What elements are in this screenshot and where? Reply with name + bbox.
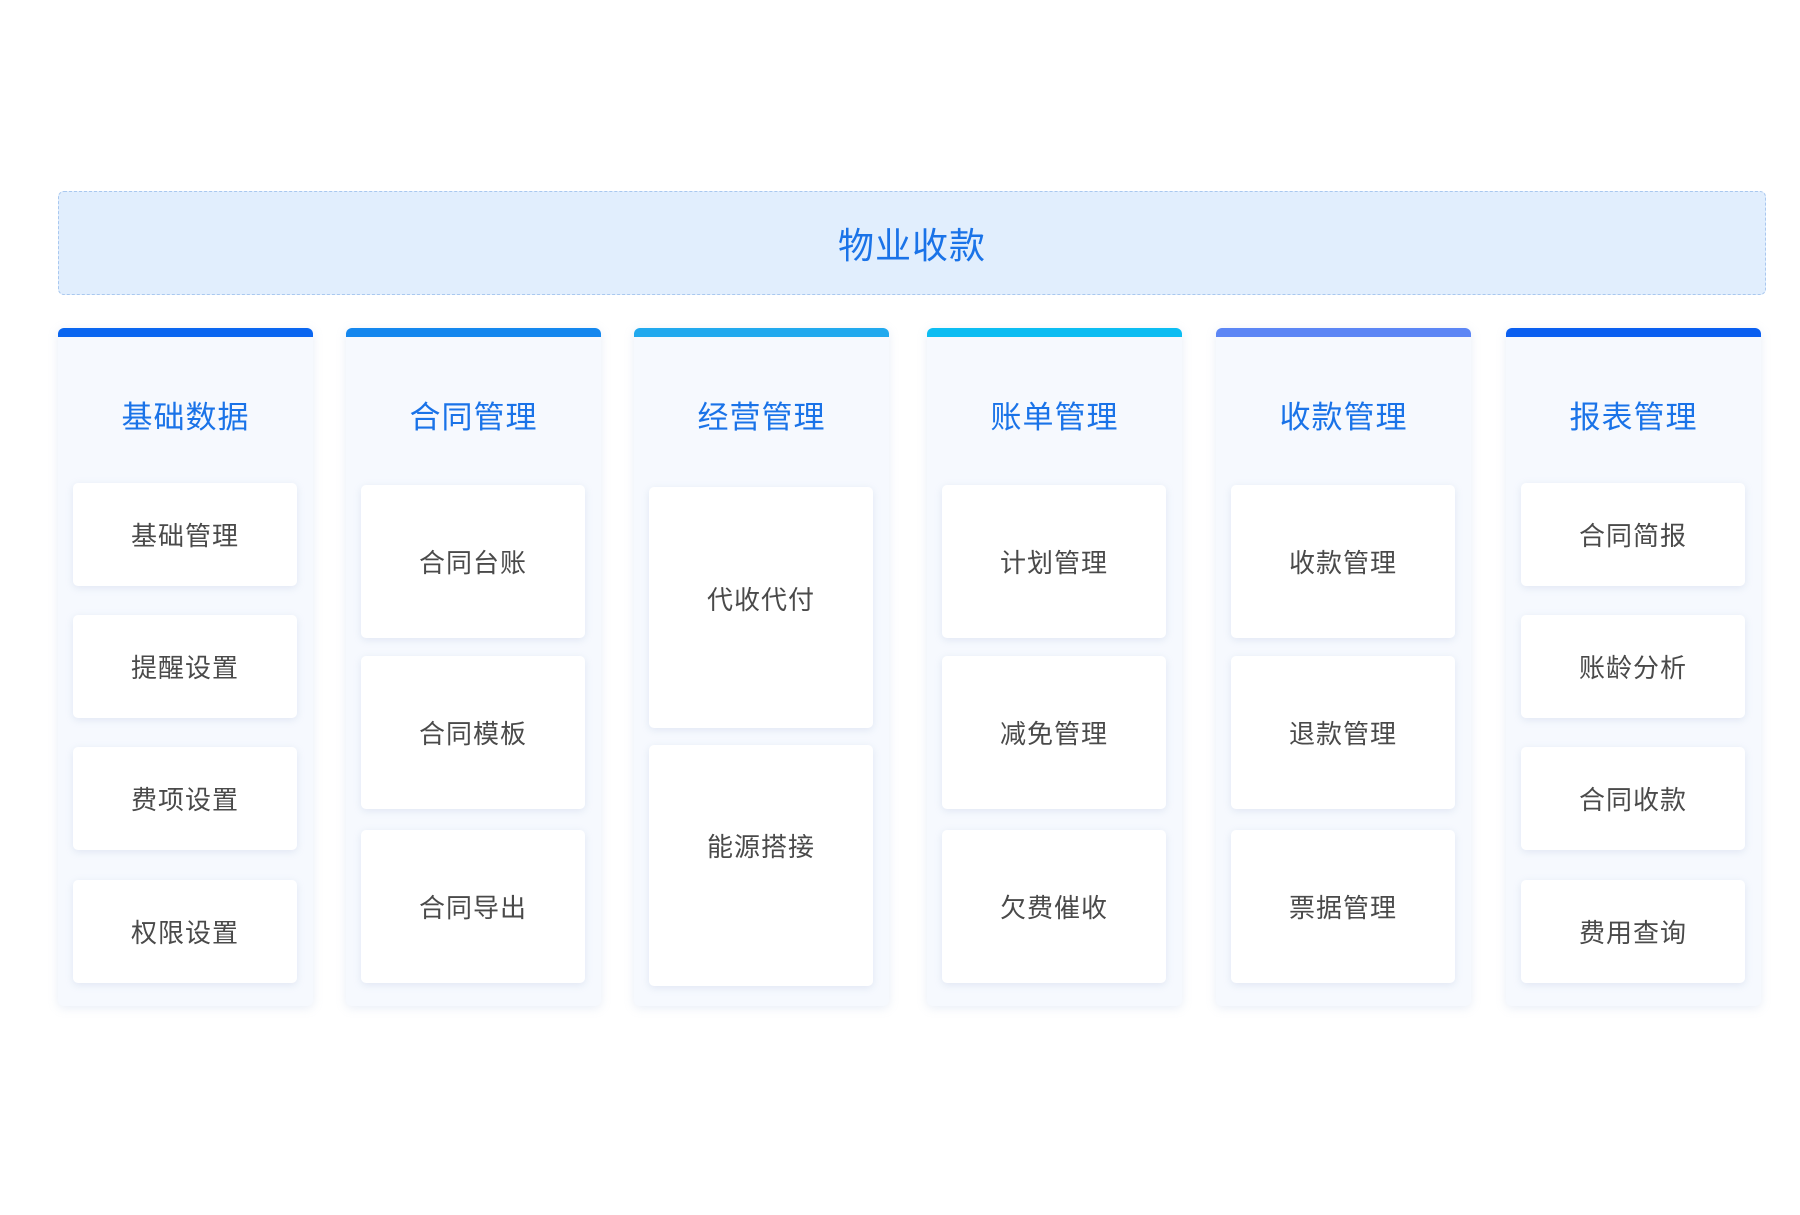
module-card[interactable]: 费用查询	[1521, 880, 1745, 983]
column-title: 合同管理	[409, 400, 538, 436]
module-card[interactable]: 费项设置	[73, 747, 297, 850]
column-accent-bar	[1506, 328, 1761, 337]
module-card[interactable]: 欠费催收	[942, 830, 1166, 983]
module-label: 退款管理	[1288, 720, 1397, 750]
module-label: 提醒设置	[130, 654, 239, 684]
column-title: 报表管理	[1569, 400, 1698, 436]
module-label: 能源搭接	[706, 833, 815, 863]
module-card[interactable]: 权限设置	[73, 880, 297, 983]
column-title: 账单管理	[990, 400, 1119, 436]
module-card[interactable]: 票据管理	[1231, 830, 1455, 983]
module-card[interactable]: 合同导出	[361, 830, 585, 983]
module-label: 欠费催收	[999, 894, 1108, 924]
module-card[interactable]: 代收代付	[649, 487, 873, 728]
top-banner: 物业收款	[58, 191, 1766, 295]
column-report-management: 报表管理 合同简报 账龄分析 合同收款 费用查询	[1506, 328, 1761, 1006]
column-accent-bar	[634, 328, 889, 337]
module-label: 基础管理	[130, 522, 239, 552]
module-card[interactable]: 基础管理	[73, 483, 297, 586]
module-label: 收款管理	[1288, 549, 1397, 579]
module-label: 代收代付	[706, 586, 815, 616]
column-bill-management: 账单管理 计划管理 减免管理 欠费催收	[927, 328, 1182, 1006]
module-card[interactable]: 计划管理	[942, 485, 1166, 638]
column-accent-bar	[1216, 328, 1471, 337]
module-label: 合同台账	[418, 549, 527, 579]
module-card[interactable]: 合同简报	[1521, 483, 1745, 586]
column-contract-management: 合同管理 合同台账 合同模板 合同导出	[346, 328, 601, 1006]
column-accent-bar	[58, 328, 313, 337]
column-payment-management: 收款管理 收款管理 退款管理 票据管理	[1216, 328, 1471, 1006]
module-label: 减免管理	[999, 720, 1108, 750]
module-card[interactable]: 合同收款	[1521, 747, 1745, 850]
column-basic-data: 基础数据 基础管理 提醒设置 费项设置 权限设置	[58, 328, 313, 1006]
column-title: 经营管理	[697, 400, 826, 436]
module-card[interactable]: 减免管理	[942, 656, 1166, 809]
column-accent-bar	[927, 328, 1182, 337]
module-card[interactable]: 收款管理	[1231, 485, 1455, 638]
module-card[interactable]: 账龄分析	[1521, 615, 1745, 718]
module-label: 费用查询	[1578, 919, 1687, 949]
module-card[interactable]: 合同模板	[361, 656, 585, 809]
module-label: 合同导出	[418, 894, 527, 924]
banner-title: 物业收款	[837, 226, 986, 267]
column-title: 基础数据	[121, 400, 250, 436]
module-card[interactable]: 退款管理	[1231, 656, 1455, 809]
module-label: 权限设置	[130, 919, 239, 949]
module-label: 合同模板	[418, 720, 527, 750]
module-card[interactable]: 能源搭接	[649, 745, 873, 986]
module-label: 票据管理	[1288, 894, 1397, 924]
module-card[interactable]: 合同台账	[361, 485, 585, 638]
column-operation-management: 经营管理 代收代付 能源搭接	[634, 328, 889, 1006]
module-label: 合同简报	[1578, 522, 1687, 552]
module-label: 合同收款	[1578, 786, 1687, 816]
column-accent-bar	[346, 328, 601, 337]
module-label: 计划管理	[999, 549, 1108, 579]
module-label: 费项设置	[130, 786, 239, 816]
module-card[interactable]: 提醒设置	[73, 615, 297, 718]
column-title: 收款管理	[1279, 400, 1408, 436]
module-label: 账龄分析	[1578, 654, 1687, 684]
